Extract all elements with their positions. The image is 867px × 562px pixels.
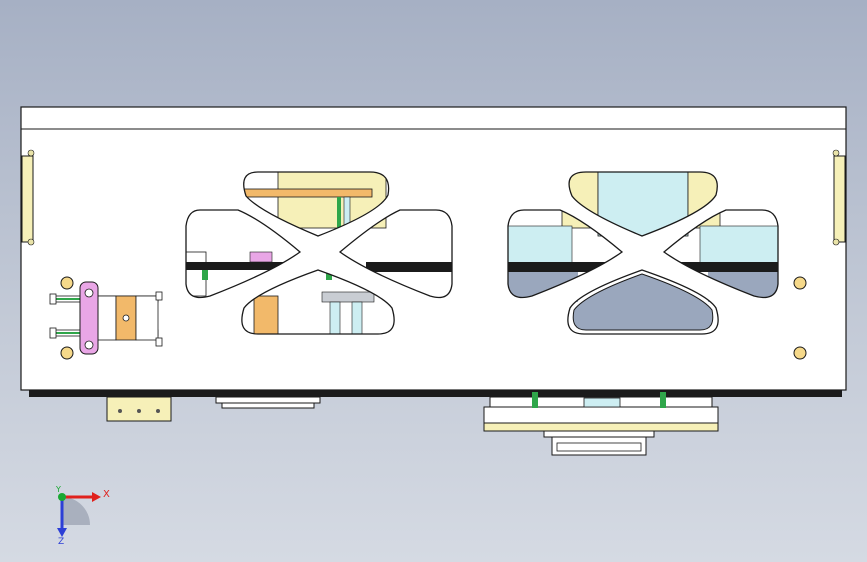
bottom-right-module [483,392,719,456]
z-axis-label: Z [58,537,64,547]
left-side-rail [21,149,35,246]
z-axis-arrow [57,528,67,537]
left-clamp-assembly[interactable] [49,281,163,355]
bottom-handle-left [215,396,321,409]
base-bar [29,389,842,397]
x-axis-arrow [92,492,101,502]
cutout-outlines [185,171,779,335]
mounting-holes [60,276,807,360]
right-side-rail [832,149,846,246]
x-axis-label: X [103,489,110,500]
y-axis-label: Y [55,485,61,494]
left-mount-bracket [106,396,172,422]
coordinate-triad: X Y Z [55,485,110,547]
y-axis-dot [58,493,66,501]
